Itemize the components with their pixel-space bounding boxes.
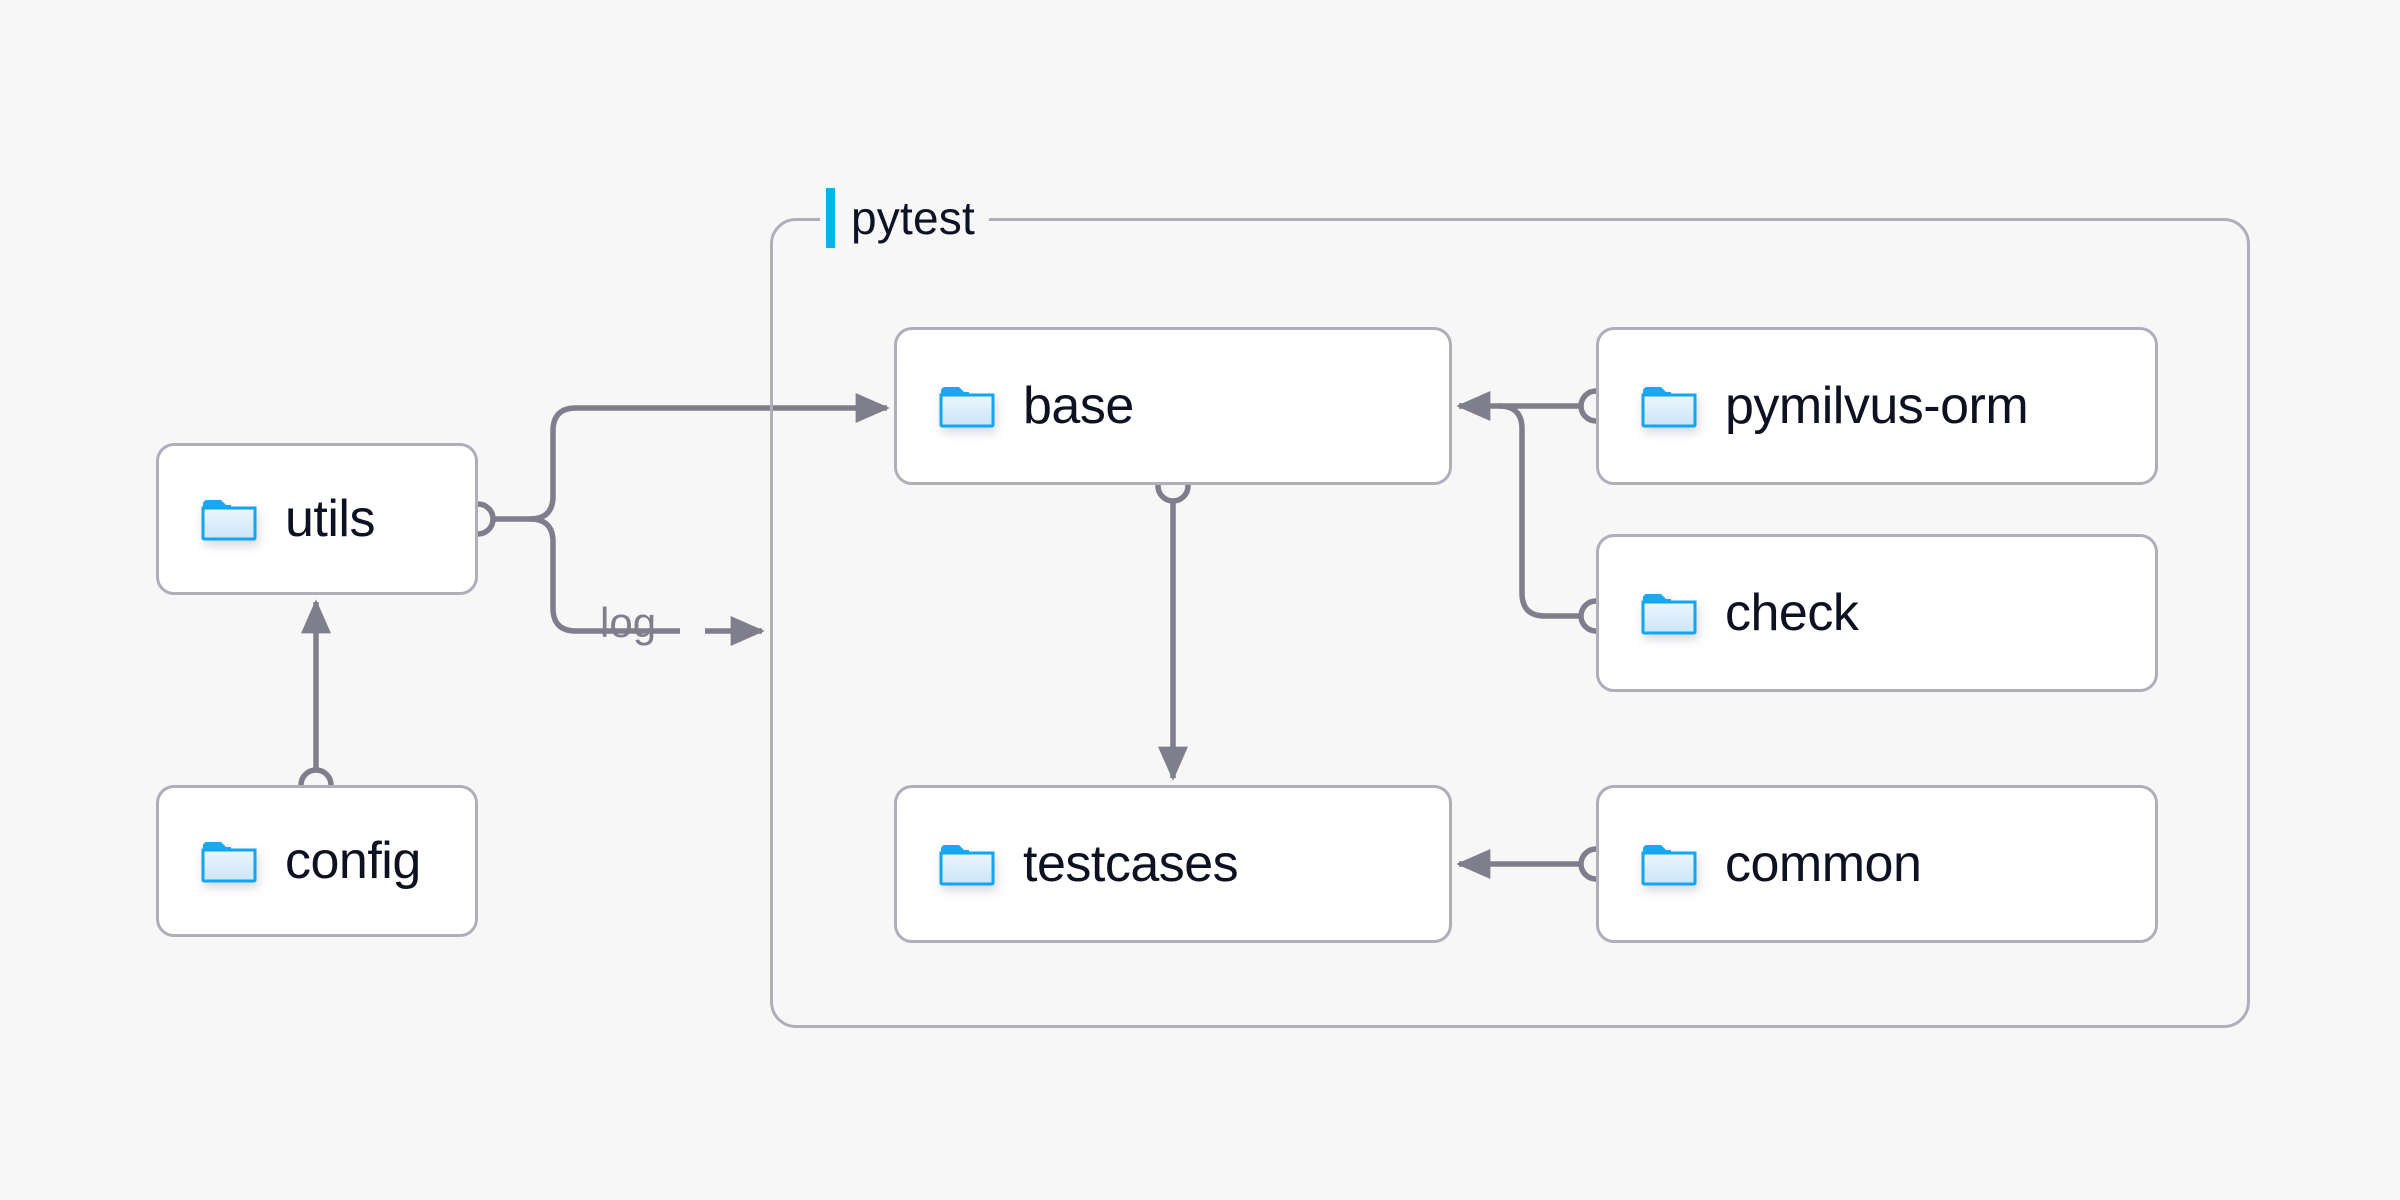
accent-bar-icon — [826, 188, 835, 248]
node-config[interactable]: config — [156, 785, 478, 937]
node-base-label: base — [1023, 377, 1134, 435]
group-pytest-label: pytest — [820, 187, 989, 249]
folder-icon — [201, 838, 257, 884]
node-pymilvus-orm-label: pymilvus-orm — [1725, 377, 2029, 435]
node-utils[interactable]: utils — [156, 443, 478, 595]
folder-icon — [1641, 590, 1697, 636]
folder-icon — [1641, 841, 1697, 887]
node-config-label: config — [285, 832, 421, 890]
folder-icon — [939, 383, 995, 429]
edge-label-log: log — [600, 599, 657, 646]
node-pymilvus-orm[interactable]: pymilvus-orm — [1596, 327, 2158, 485]
node-check-label: check — [1725, 584, 1859, 642]
node-base[interactable]: base — [894, 327, 1452, 485]
node-check[interactable]: check — [1596, 534, 2158, 692]
node-testcases[interactable]: testcases — [894, 785, 1452, 943]
folder-icon — [1641, 383, 1697, 429]
group-pytest[interactable] — [770, 218, 2250, 1028]
folder-icon — [939, 841, 995, 887]
node-common[interactable]: common — [1596, 785, 2158, 943]
group-pytest-title: pytest — [851, 192, 975, 244]
node-common-label: common — [1725, 835, 1922, 893]
folder-icon — [201, 496, 257, 542]
node-utils-label: utils — [285, 490, 375, 548]
node-testcases-label: testcases — [1023, 835, 1239, 893]
